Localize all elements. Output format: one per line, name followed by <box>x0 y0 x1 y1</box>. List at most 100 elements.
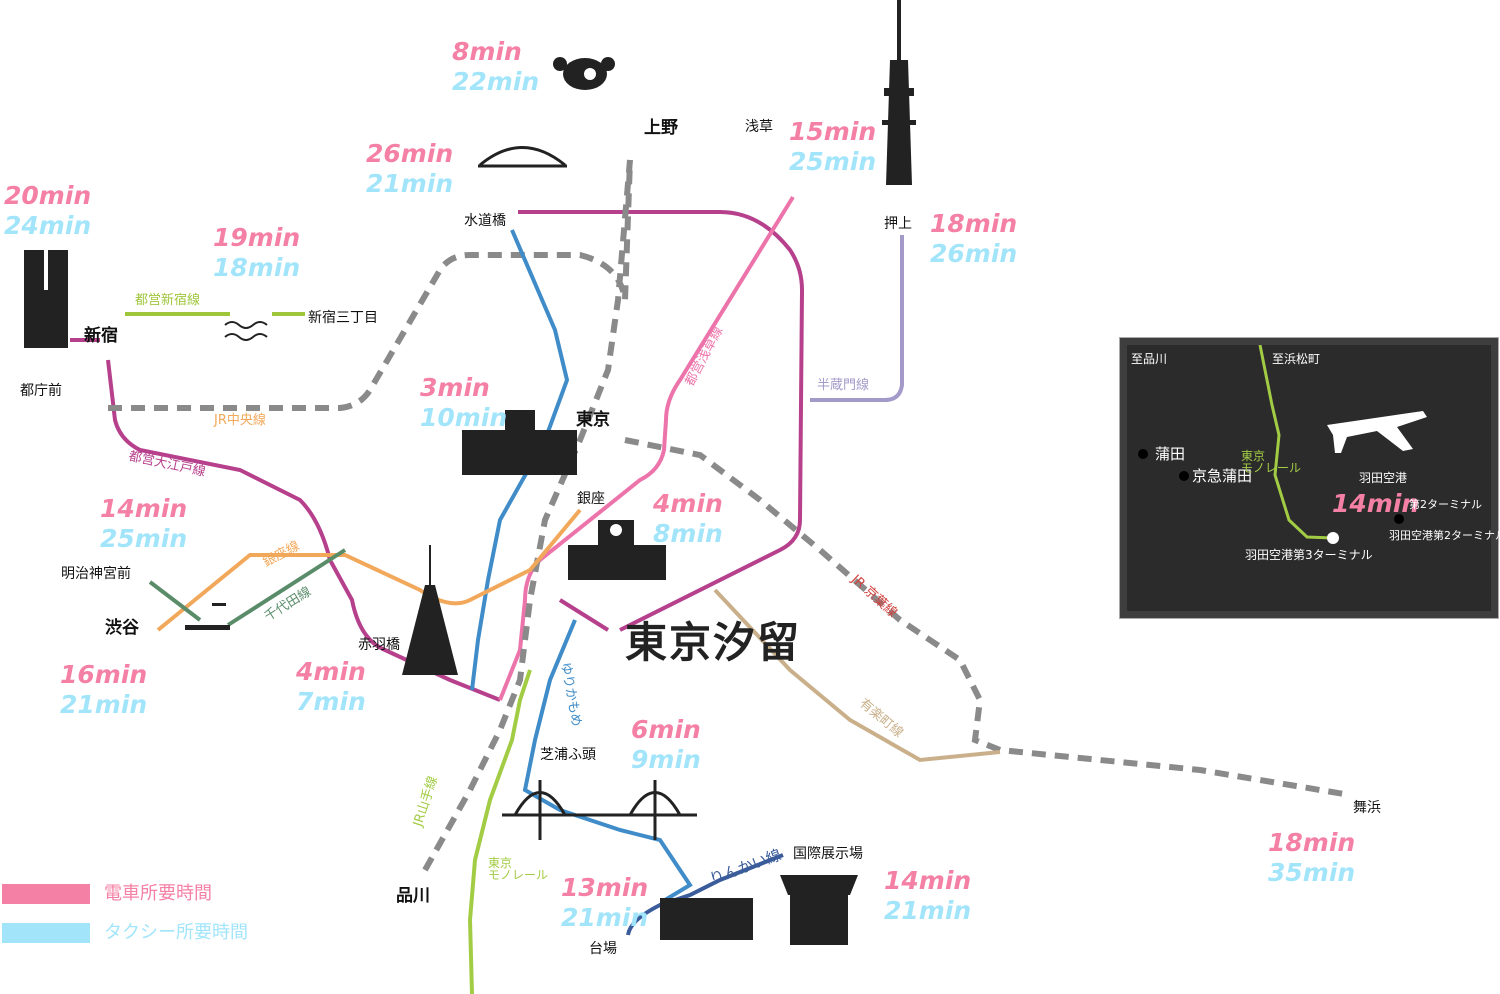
tocho-building-icon <box>24 250 68 348</box>
taxi-time: 24min <box>4 211 92 240</box>
panda-icon <box>553 57 615 90</box>
hanzomon-line <box>810 235 904 402</box>
train-time: 16min <box>60 660 148 689</box>
line-jr-chuo: JR中央線 <box>214 413 266 428</box>
tokyo-tower-icon <box>402 545 458 675</box>
yurakucho-line <box>713 588 1001 763</box>
station-shinjuku-sanchome[interactable]: 新宿三丁目 <box>308 310 378 326</box>
station-ginza[interactable]: 銀座 <box>577 491 605 507</box>
shibuya-crossing-icon <box>185 603 230 630</box>
taxi-time: 9min <box>631 745 701 774</box>
inset-kamata: 蒲田 <box>1155 445 1186 463</box>
rainbow-bridge-icon <box>502 780 697 840</box>
taxi-time: 8min <box>653 519 723 548</box>
jr-dashed <box>108 159 1351 872</box>
line-hanzomon: 半蔵門線 <box>817 378 870 393</box>
inset-haneda-time: 14min <box>1332 489 1420 518</box>
taxi-time: 21min <box>884 896 972 925</box>
inset-terminal2: 第2ターミナル <box>1409 498 1482 511</box>
train-time: 15min <box>789 117 877 146</box>
stadium-icon <box>478 146 567 168</box>
inset-to-hamamatsucho: 至浜松町 <box>1272 352 1321 366</box>
inset-keikyu-dot <box>1179 471 1189 481</box>
inset-keikyu-kamata: 京急蒲田 <box>1192 467 1253 485</box>
taxi-time: 21min <box>561 903 649 932</box>
station-meiji-jingumae[interactable]: 明治神宮前 <box>61 566 131 582</box>
skytree-icon <box>882 0 916 185</box>
station-tochomae[interactable]: 都庁前 <box>20 383 62 399</box>
taxi-time: 22min <box>452 67 540 96</box>
station-maihama[interactable]: 舞浜 <box>1353 800 1381 816</box>
station-shinjuku[interactable]: 新宿 <box>84 326 118 346</box>
taxi-time: 26min <box>930 239 1018 268</box>
airplane-icon <box>1327 411 1427 453</box>
taxi-time: 10min <box>420 403 508 432</box>
inset-background: 至品川 至浜松町 蒲田 京急蒲田 東京 モノレール 羽田空港 14min 第2タ… <box>1127 345 1500 611</box>
train-time: 18min <box>1268 828 1356 857</box>
station-tokyo[interactable]: 東京 <box>576 410 610 430</box>
inset-kamata-dot <box>1138 449 1148 459</box>
legend-taxi-swatch <box>2 923 90 943</box>
legend-train-label: 電車所要時間 <box>104 883 212 904</box>
station-kokusai-tenjijo[interactable]: 国際展示場 <box>793 846 863 862</box>
station-shinagawa[interactable]: 品川 <box>396 886 430 906</box>
yurikamome-line <box>470 229 693 902</box>
daiba-buildings-icon <box>660 898 753 940</box>
taxi-time: 25min <box>100 524 188 553</box>
monorail-line <box>467 669 532 994</box>
taxi-time: 35min <box>1268 858 1356 887</box>
train-time: 18min <box>930 209 1018 238</box>
inset-haneda: 羽田空港 <box>1359 471 1408 485</box>
taxi-time: 7min <box>296 687 366 716</box>
taxi-time: 18min <box>213 253 301 282</box>
station-shibuya[interactable]: 渋谷 <box>105 618 139 638</box>
line-toei-shinjuku: 都営新宿線 <box>135 293 201 308</box>
train-time: 3min <box>420 373 490 402</box>
legend-taxi-label: タクシー所要時間 <box>104 922 248 943</box>
station-asakusa[interactable]: 浅草 <box>745 119 773 135</box>
asakusa-line <box>498 195 795 701</box>
train-time: 4min <box>296 657 366 686</box>
station-akabanebashi[interactable]: 赤羽橋 <box>358 637 400 653</box>
inset-monorail-label: 東京 モノレール <box>1241 449 1302 475</box>
taxi-time: 21min <box>366 169 454 198</box>
ginza-clock-icon <box>568 520 666 580</box>
train-time: 14min <box>884 866 972 895</box>
station-daiba[interactable]: 台場 <box>589 941 617 957</box>
line-tokyo-monorail: 東京 モノレール <box>488 856 549 882</box>
hub-tokyo-shiodome: 東京汐留 <box>625 618 802 667</box>
water-icon <box>224 321 268 341</box>
oedo-line <box>70 210 805 702</box>
rinkai-line <box>626 853 784 936</box>
tokyo-station-icon <box>462 410 577 475</box>
train-time: 20min <box>4 181 92 210</box>
chiyoda-line <box>148 548 347 627</box>
big-sight-icon <box>780 875 858 945</box>
legend-train-swatch <box>2 884 90 904</box>
inset-t2-dot <box>1394 514 1404 524</box>
taxi-time: 21min <box>60 690 148 719</box>
station-suidobashi[interactable]: 水道橋 <box>464 213 506 229</box>
inset-lines <box>1138 345 1427 544</box>
station-ueno[interactable]: 上野 <box>644 118 678 138</box>
ginza-line <box>156 508 582 632</box>
train-time: 19min <box>213 223 301 252</box>
inset-monorail <box>1258 345 1334 540</box>
inset-to-shinagawa: 至品川 <box>1131 352 1168 366</box>
taxi-time: 25min <box>789 147 877 176</box>
train-time: 13min <box>561 873 649 902</box>
station-shibaura-futo[interactable]: 芝浦ふ頭 <box>540 747 596 763</box>
inset-haneda-t2: 羽田空港第2ターミナル <box>1389 529 1500 542</box>
station-oshiage[interactable]: 押上 <box>884 216 912 232</box>
train-time: 26min <box>366 139 454 168</box>
